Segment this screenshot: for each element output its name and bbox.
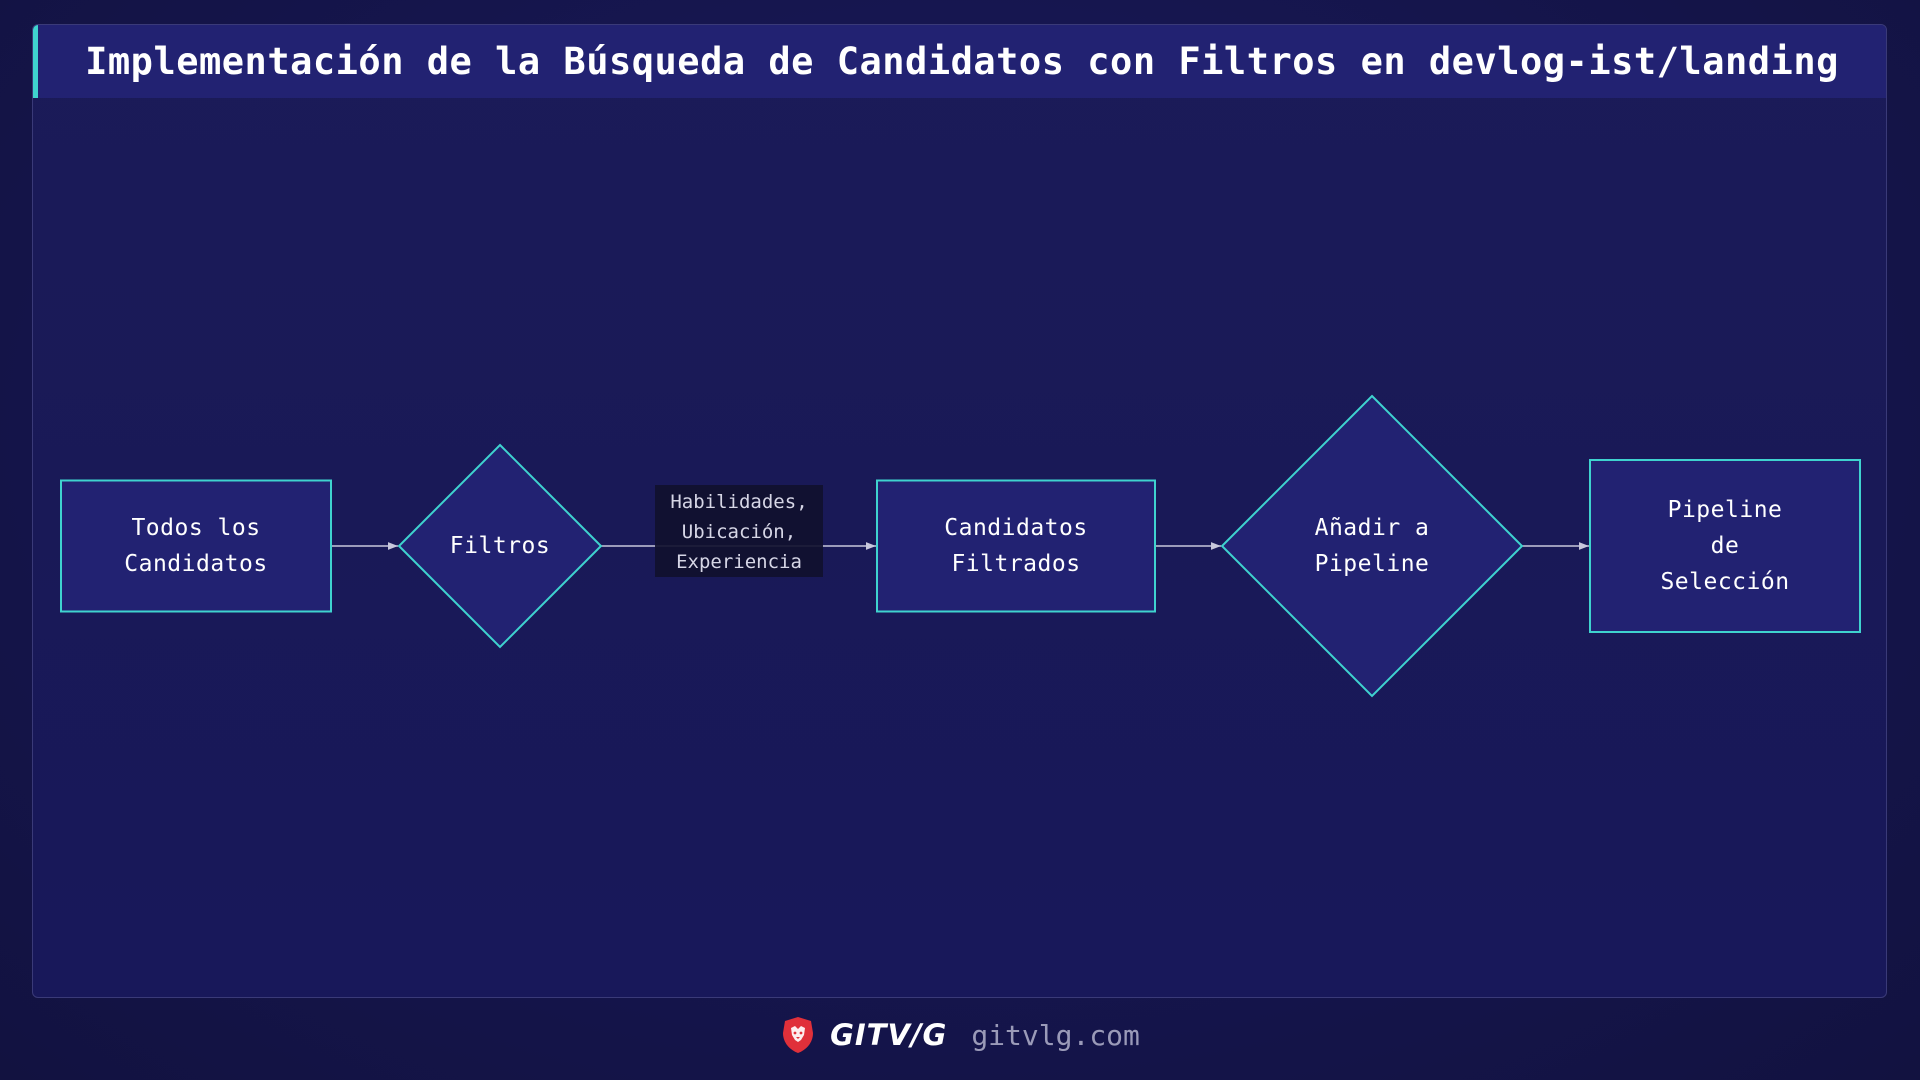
node-filtrados-label: Filtrados — [951, 551, 1080, 577]
node-pipeline-label: Selección — [1660, 569, 1789, 595]
node-todos-shape — [60, 479, 332, 613]
page-title: Implementación de la Búsqueda de Candida… — [85, 40, 1839, 83]
edge-label-background — [655, 485, 823, 577]
node-filtrados-shape — [876, 479, 1156, 613]
edge-label: Habilidades, Ubicación, Experiencia — [655, 485, 823, 577]
node-todos-label: Todos los — [131, 515, 260, 541]
brand-domain: gitvlg.com — [971, 1018, 1140, 1052]
edge-label-line: Experiencia — [676, 551, 802, 573]
node-anadir-label: Añadir a — [1315, 515, 1430, 541]
node-anadir-label: Pipeline — [1315, 551, 1430, 577]
lion-shield-icon — [783, 1017, 814, 1053]
node-anadir-shape — [1220, 394, 1524, 698]
node-anadir: Añadir a Pipeline — [1220, 394, 1524, 698]
node-pipeline-label: Pipeline — [1668, 497, 1783, 523]
title-bar: Implementación de la Búsqueda de Candida… — [33, 25, 1886, 98]
node-pipeline-shape — [1589, 459, 1861, 633]
node-filtros-label: Filtros — [450, 533, 550, 559]
node-pipeline-label: de — [1711, 533, 1740, 559]
node-filtrados-label: Candidatos — [944, 515, 1087, 541]
brand-name: GITV/G — [830, 1018, 948, 1052]
edge-label-line: Habilidades, — [670, 491, 807, 513]
edge-label-line: Ubicación, — [682, 521, 796, 543]
diagram-frame: Implementación de la Búsqueda de Candida… — [32, 24, 1887, 998]
node-todos-label: Candidatos — [124, 551, 267, 577]
footer: GITV/G gitvlg.com — [0, 1010, 1920, 1060]
node-filtros-shape — [397, 443, 603, 649]
node-filtros: Filtros — [397, 443, 603, 649]
